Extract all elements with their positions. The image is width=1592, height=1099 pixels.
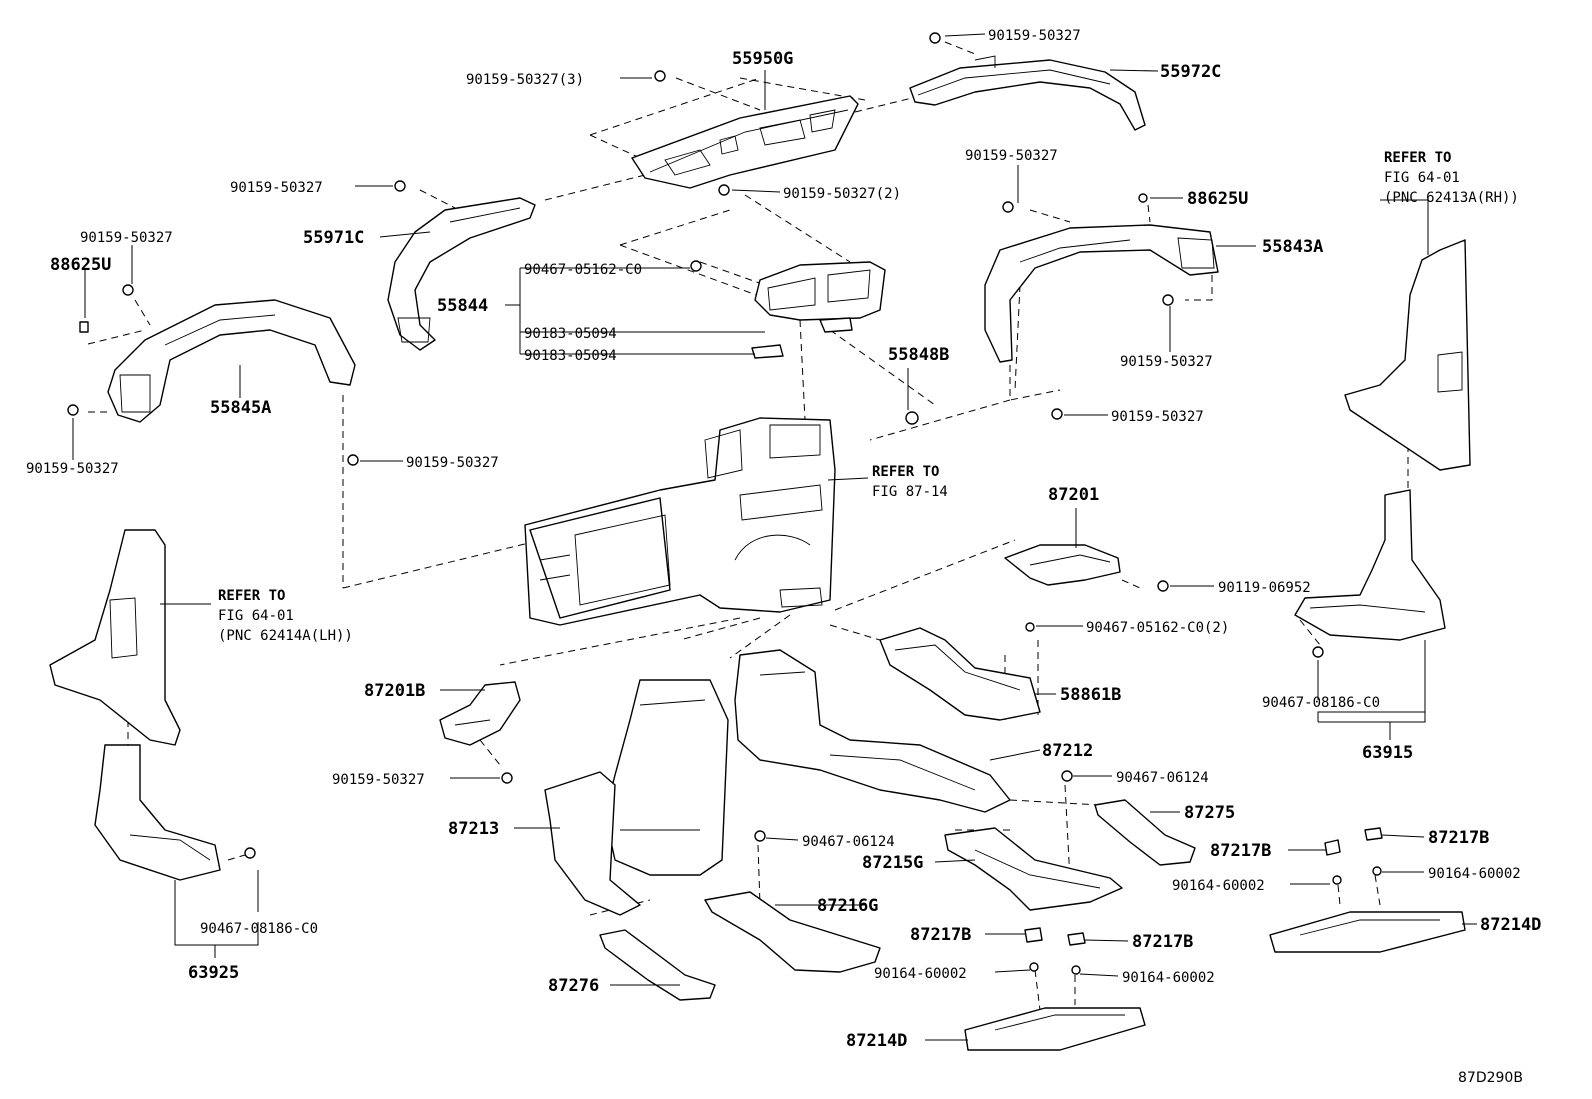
reference-r3-line1: REFER TO — [218, 588, 285, 604]
part-55843a-duct — [984, 224, 1219, 363]
part-63925-bracket — [49, 529, 221, 881]
part-87212-duct — [734, 649, 1011, 813]
callout-c35: 90467-06124 — [802, 834, 895, 850]
callout-c50: 87214D — [846, 1031, 907, 1051]
part-55950g-center-duct — [631, 95, 859, 189]
callout-c20: 55848B — [888, 345, 949, 365]
callout-c42: 87214D — [1480, 915, 1541, 935]
callout-c36: 87217B — [1210, 841, 1271, 861]
callout-c03: 55950G — [732, 49, 793, 69]
callout-c30: 87212 — [1042, 741, 1093, 761]
callout-c22: 90159-50327 — [1111, 409, 1204, 425]
part-87276-duct — [599, 929, 716, 1001]
callout-c01: 90159-50327 — [988, 28, 1081, 44]
part-58861b-duct — [879, 627, 1041, 721]
callout-c21: 90159-50327 — [406, 455, 499, 471]
reference-r3-line2: FIG 64-01 — [218, 608, 294, 624]
part-87215g-duct — [944, 827, 1123, 911]
reference-r1-line3: (PNC 62413A(RH)) — [1384, 190, 1519, 206]
callout-c16: 55843A — [1262, 237, 1323, 257]
part-55844-center-vent — [751, 261, 886, 359]
reference-r1-line1: REFER TO — [1384, 150, 1451, 166]
callout-c49: 87276 — [548, 976, 599, 996]
callout-c32: 90467-06124 — [1116, 770, 1209, 786]
callout-c02: 90159-50327(3) — [466, 72, 584, 88]
callout-c24: 90119-06952 — [1218, 580, 1311, 596]
callout-c12: 90183-05094 — [524, 326, 617, 342]
callout-c46: 63925 — [188, 963, 239, 983]
leader-lines — [72, 33, 1477, 1041]
figure-code: 87D290B — [1458, 1070, 1523, 1086]
callout-labels: 90159-50327 90159-50327(3) 55950G 55972C… — [26, 28, 1541, 1051]
callout-c29: 63915 — [1362, 743, 1413, 763]
part-87216g-duct — [704, 891, 881, 973]
callout-c34: 87275 — [1184, 803, 1235, 823]
callout-c07: 55971C — [303, 228, 364, 248]
part-87201b-bracket — [439, 681, 521, 746]
part-87275-duct — [1094, 799, 1196, 866]
part-87213-duct — [544, 679, 729, 916]
callout-c23: 87201 — [1048, 485, 1099, 505]
callout-c48: 90164-60002 — [1122, 970, 1215, 986]
callout-c41: 87216G — [817, 896, 878, 916]
part-55972c-duct — [909, 55, 1146, 131]
part-87214d-tray-center — [964, 1007, 1146, 1051]
callout-c28: 90467-08186-C0 — [1262, 695, 1380, 711]
part-55971c-duct — [387, 197, 536, 351]
part-87214d-tray-right — [1269, 911, 1466, 953]
callout-c25: 90467-05162-C0(2) — [1086, 620, 1229, 636]
callout-c19: 90159-50327 — [26, 461, 119, 477]
callout-c40: 90164-60002 — [1428, 866, 1521, 882]
fastener-markers — [67, 32, 1383, 975]
callout-c31: 90159-50327 — [332, 772, 425, 788]
part-55845a-duct — [107, 299, 356, 423]
callout-c11: 55844 — [437, 296, 488, 316]
part-87201-duct — [1004, 544, 1121, 586]
callout-c44: 87217B — [910, 925, 971, 945]
callout-c45: 87217B — [1132, 932, 1193, 952]
part-63915-bracket — [1294, 239, 1471, 641]
callout-c27: 58861B — [1060, 685, 1121, 705]
callout-c38: 87217B — [1428, 828, 1489, 848]
callout-c26: 87201B — [364, 681, 425, 701]
callout-c14: 90159-50327 — [965, 148, 1058, 164]
callout-c18: 55845A — [210, 398, 271, 418]
part-hvac-unit — [524, 417, 836, 626]
callout-c04: 55972C — [1160, 62, 1221, 82]
callout-c10: 90467-05162-C0 — [524, 262, 642, 278]
reference-r2-line2: FIG 87-14 — [872, 484, 948, 500]
callout-c17: 90159-50327 — [1120, 354, 1213, 370]
callout-c15: 88625U — [1187, 189, 1248, 209]
callout-c13: 90183-05094 — [524, 348, 617, 364]
callout-c08: 90159-50327 — [80, 230, 173, 246]
reference-notes: REFER TO FIG 64-01 (PNC 62413A(RH)) REFE… — [218, 150, 1519, 644]
callout-c09: 88625U — [50, 255, 111, 275]
reference-r1-line2: FIG 64-01 — [1384, 170, 1460, 186]
callout-c43: 90467-08186-C0 — [200, 921, 318, 937]
reference-r3-line3: (PNC 62414A(LH)) — [218, 628, 353, 644]
callout-c33: 87213 — [448, 819, 499, 839]
callout-c06: 90159-50327(2) — [783, 186, 901, 202]
callout-c05: 90159-50327 — [230, 180, 323, 196]
callout-c47: 90164-60002 — [874, 966, 967, 982]
reference-r2-line1: REFER TO — [872, 464, 939, 480]
callout-c37: 87215G — [862, 853, 923, 873]
callout-c39: 90164-60002 — [1172, 878, 1265, 894]
